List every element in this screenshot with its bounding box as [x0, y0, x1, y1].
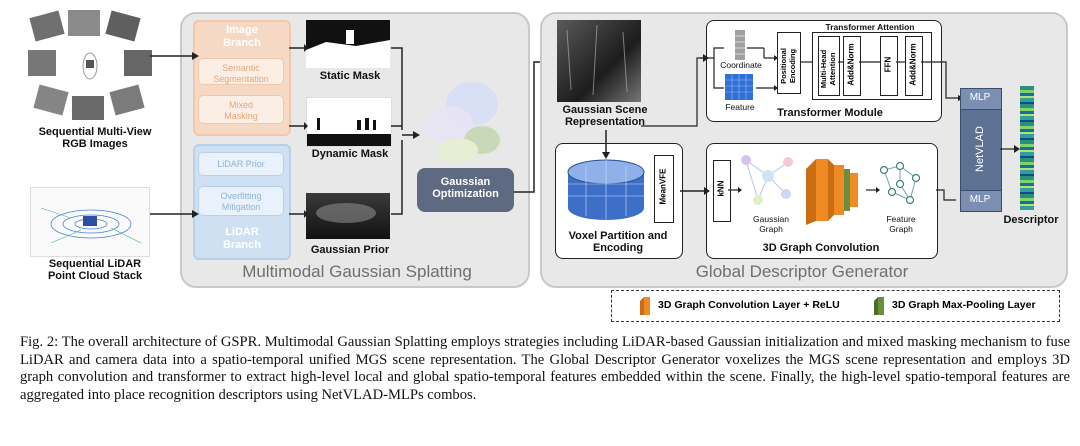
- gaussian-optimization-label: Gaussian Optimization: [432, 176, 499, 200]
- rgb-images-label: Sequential Multi-View RGB Images: [38, 126, 152, 150]
- knn-box: [713, 160, 731, 222]
- voxel-cylinder-icon: [566, 158, 646, 222]
- pool-layer-legend-icon: [874, 297, 884, 315]
- positional-encoding-box: [777, 32, 801, 94]
- lidar-prior-box: LiDAR Prior: [198, 152, 284, 176]
- meanvfe-box: [654, 155, 674, 223]
- gaussian-graph-icon: [738, 150, 798, 212]
- static-mask-image: [306, 20, 390, 68]
- mlp-bottom-box: [960, 190, 1002, 212]
- scene-to-transformer-arrow: [641, 54, 709, 127]
- scene-to-voxel-arrow: [602, 130, 610, 159]
- voxel-partition-label: Voxel Partition and Encoding: [568, 230, 668, 254]
- gaussian-optimization-box: [417, 168, 514, 212]
- mlp-bottom-label: MLP: [969, 194, 991, 205]
- mgs-panel-title: Multimodal Gaussian Splatting: [242, 262, 472, 281]
- input-arrows: [150, 52, 199, 218]
- legend-box: 3D Graph Convolution Layer + ReLU 3D Gra…: [611, 290, 1060, 322]
- dynamic-mask-label: Dynamic Mask: [311, 148, 389, 160]
- netvlad-to-descriptor-arrow: [1000, 145, 1020, 153]
- transformer-arrows: [700, 47, 964, 101]
- gaussian-prior-label: Gaussian Prior: [310, 244, 390, 256]
- overfitting-mitigation-box: Overfitting Mitigation: [198, 186, 284, 216]
- dynamic-mask-image: [306, 97, 392, 147]
- addnorm2-box: [905, 36, 923, 96]
- mlp-top-label: MLP: [969, 92, 991, 103]
- semantic-segmentation-box: Semantic Segmentation: [198, 58, 284, 85]
- meanvfe-label: MeanVFE: [658, 168, 668, 205]
- voxel-to-graph-arrow: [680, 187, 710, 195]
- mgs-arrows: [289, 44, 420, 218]
- netvlad-label: NetVLAD: [974, 126, 986, 172]
- image-branch-title: Image Branch: [223, 24, 261, 49]
- addnorm1-box: [843, 36, 861, 96]
- mha-box: [818, 36, 840, 96]
- descriptor-label: Descriptor: [1003, 214, 1059, 226]
- lidar-point-cloud-image: [30, 187, 150, 257]
- mlp-top-box: [960, 88, 1002, 110]
- feature-matrix-icon: [725, 74, 753, 100]
- coordinate-label: Coordinate: [720, 60, 762, 70]
- gaussian-prior-image: [306, 193, 390, 239]
- ffn-box: [880, 36, 898, 96]
- coordinate-vector-icon: [735, 30, 745, 60]
- transformer-module-label: Transformer Module: [777, 107, 883, 119]
- transformer-attention-label: Transformer Attention: [825, 22, 915, 32]
- graph-to-netvlad-arrow: [936, 189, 956, 201]
- mixed-masking-box: Mixed Masking: [198, 95, 284, 124]
- graph-internal-arrows: [728, 187, 880, 193]
- conv-layers-icon: [802, 155, 862, 225]
- conv-layer-legend-label: 3D Graph Convolution Layer + ReLU: [658, 299, 840, 311]
- gaussian-scene-image: [557, 20, 641, 102]
- descriptor-bar: [1020, 86, 1034, 210]
- rgb-images-collage: [28, 10, 158, 122]
- gaussian-graph-label: Gaussian Graph: [753, 214, 789, 234]
- gdg-panel-title: Global Descriptor Generator: [695, 262, 909, 281]
- lidar-branch-title: LiDAR Branch: [223, 226, 261, 251]
- pool-layer-legend-label: 3D Graph Max-Pooling Layer: [892, 299, 1036, 311]
- static-mask-label: Static Mask: [319, 70, 381, 82]
- gaussian-blobs-icon: [422, 76, 512, 168]
- feature-graph-label: Feature Graph: [886, 214, 916, 234]
- lidar-stack-label: Sequential LiDAR Point Cloud Stack: [47, 258, 143, 282]
- knn-label: kNN: [716, 180, 726, 197]
- conv-layer-legend-icon: [640, 297, 650, 315]
- transformer-attention-box: [812, 32, 932, 100]
- figure-caption: Fig. 2: The overall architecture of GSPR…: [20, 334, 1070, 403]
- gaussian-scene-label: Gaussian Scene Representation: [562, 104, 648, 128]
- graph-conv-label: 3D Graph Convolution: [762, 242, 880, 254]
- feature-graph-icon: [878, 160, 922, 208]
- feature-label: Feature: [725, 102, 755, 112]
